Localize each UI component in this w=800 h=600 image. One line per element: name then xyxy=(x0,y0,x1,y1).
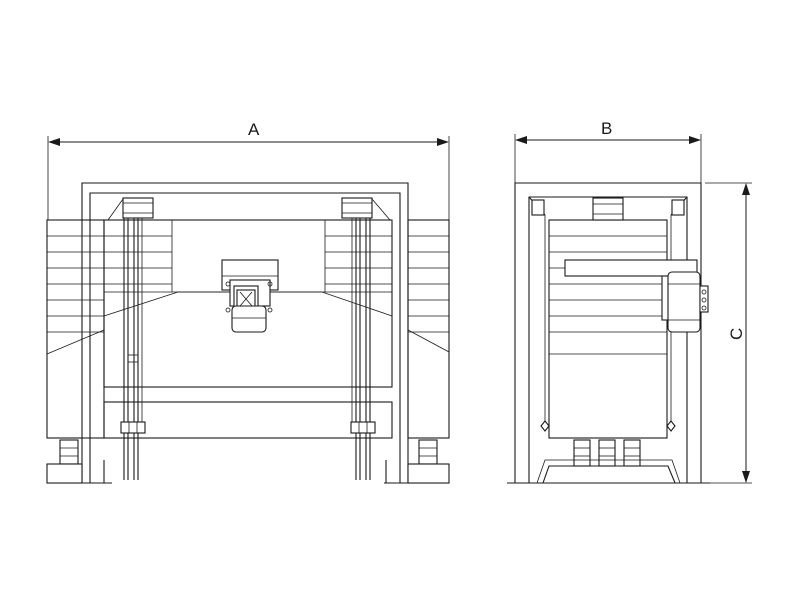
left-suspension-rods xyxy=(107,197,154,480)
drive-motor-side xyxy=(661,271,709,333)
drive-motor-front xyxy=(221,259,279,333)
front-feet xyxy=(46,439,450,484)
right-suspension-rods xyxy=(341,197,391,480)
side-feet xyxy=(529,439,687,484)
side-view: B C xyxy=(507,119,752,484)
dimension-c: C xyxy=(705,182,752,484)
dimension-a-label: A xyxy=(248,120,260,139)
dimension-a: A xyxy=(47,120,450,220)
right-screen-deck xyxy=(324,219,450,439)
side-top-bearing xyxy=(592,197,624,221)
dimension-b: B xyxy=(514,119,702,183)
side-body xyxy=(540,215,698,439)
dimension-c-label: C xyxy=(727,328,746,340)
dimension-b-label: B xyxy=(601,119,612,138)
front-view: A xyxy=(46,120,450,484)
left-screen-deck xyxy=(46,219,173,439)
